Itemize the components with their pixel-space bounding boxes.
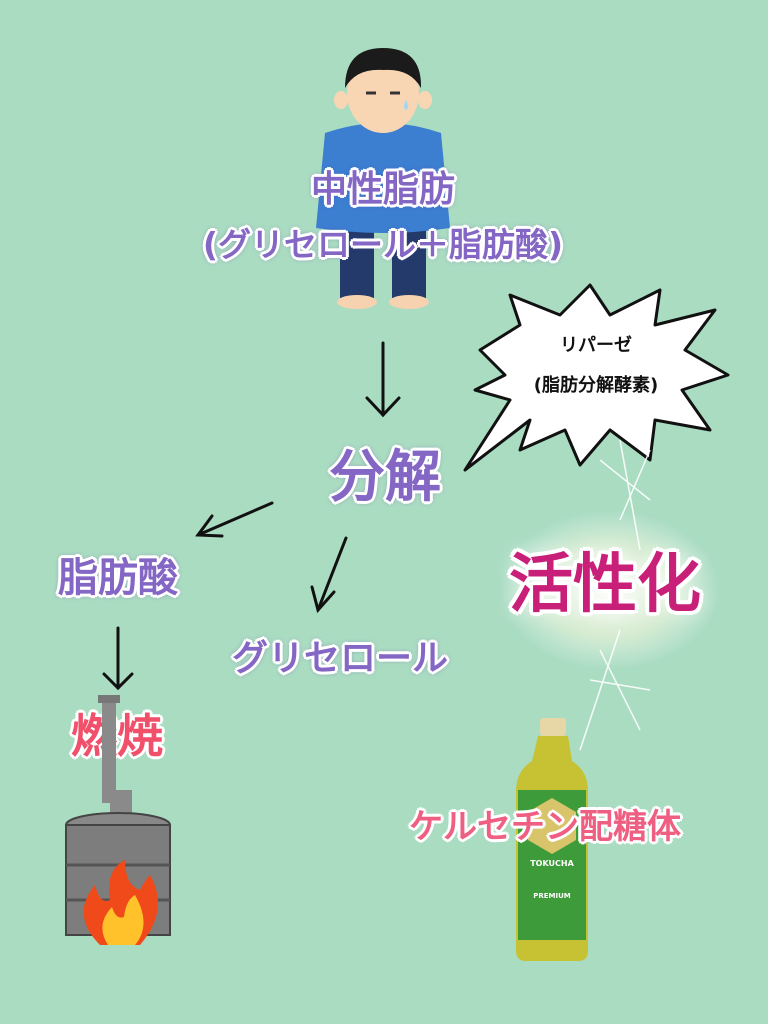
triglyceride-composition: (グリセロール＋脂肪酸)	[202, 225, 564, 264]
arrow-left-icon	[195, 501, 274, 538]
glycerol-label: グリセロール	[231, 638, 449, 679]
activation-label: 活性化	[509, 548, 701, 622]
man-illustration	[316, 48, 450, 309]
stove-fire-icon	[65, 695, 171, 945]
fatty-acid-label: 脂肪酸	[58, 555, 178, 601]
svg-text:PREMIUM: PREMIUM	[533, 892, 571, 900]
enzyme-description: (脂肪分解酵素)	[533, 375, 659, 396]
quercetin-glycoside-label: ケルセチン配糖体	[409, 807, 681, 847]
sparkle-effect	[500, 439, 720, 751]
combustion-label: 燃焼	[71, 709, 163, 763]
triglyceride-label: 中性脂肪	[310, 169, 456, 210]
svg-text:TOKUCHA: TOKUCHA	[530, 859, 574, 868]
tea-bottle-icon: TOKUCHA PREMIUM	[516, 718, 588, 961]
arrow-down-icon	[102, 626, 134, 691]
decomposition-label: 分解	[329, 445, 441, 510]
arrow-down-left-icon	[310, 536, 348, 614]
arrow-down-icon	[365, 341, 401, 418]
enzyme-name: リパーゼ	[560, 335, 632, 356]
speech-burst	[463, 283, 730, 472]
